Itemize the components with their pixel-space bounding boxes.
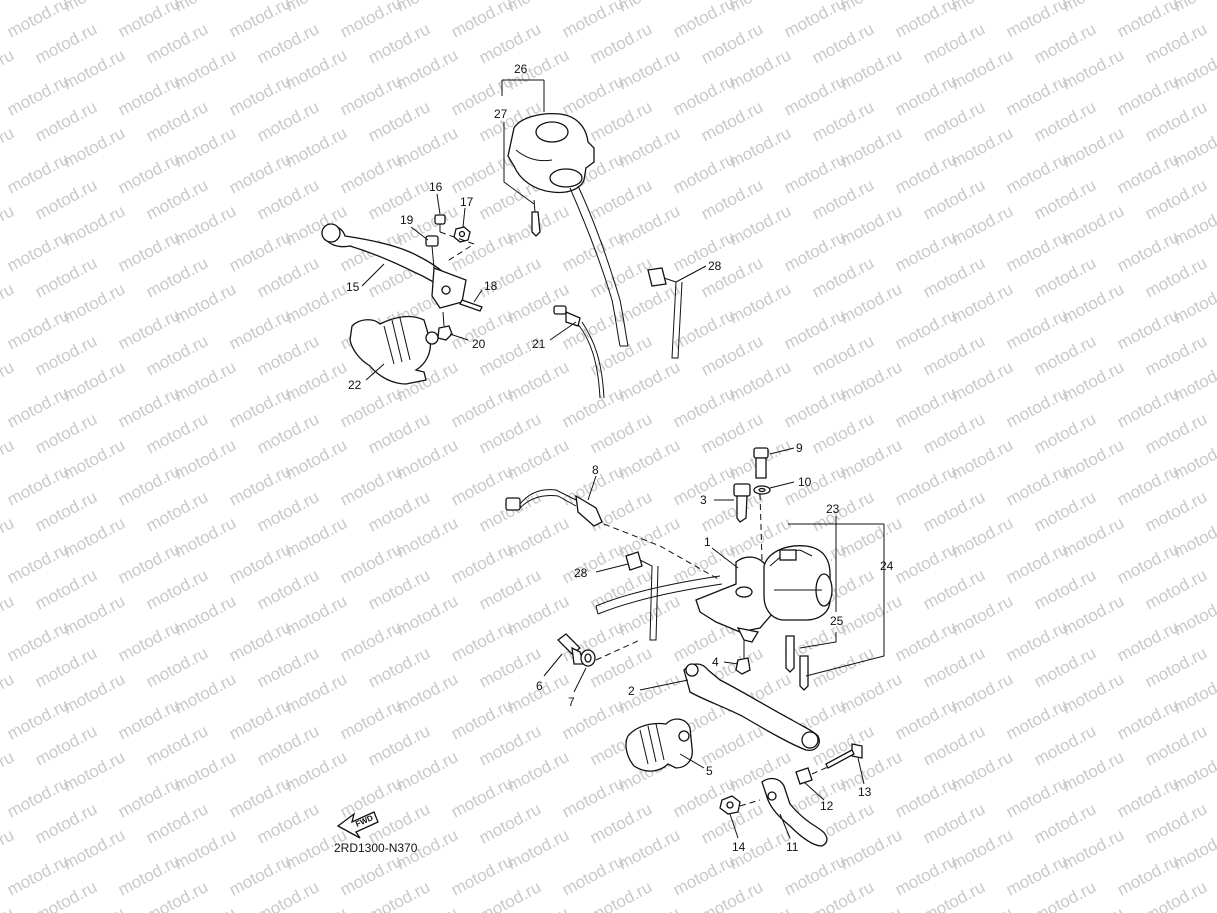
callout-11: 11 (786, 840, 799, 854)
callout-6: 6 (536, 679, 543, 693)
switch-23 (763, 545, 833, 621)
watermark-text: motod.ru (0, 513, 17, 561)
holder-1 (695, 556, 773, 643)
callout-1: 1 (704, 535, 711, 549)
nut-14 (719, 795, 741, 815)
callout-22: 22 (348, 378, 362, 392)
nut-17 (453, 226, 471, 243)
washer-10 (753, 485, 771, 495)
fwd-arrow-icon: FWD (336, 811, 379, 839)
callout-labels: 26 27 16 17 19 15 18 20 22 21 28 8 9 10 … (346, 62, 894, 854)
callout-21: 21 (532, 337, 546, 351)
switch-26 (507, 112, 595, 194)
callout-14: 14 (732, 840, 746, 854)
callout-2: 2 (628, 684, 635, 698)
nut-4 (735, 640, 751, 675)
watermark-text: motod.ru (0, 45, 17, 93)
callout-16: 16 (429, 180, 443, 194)
callout-5: 5 (706, 764, 713, 778)
callout-27: 27 (494, 107, 508, 121)
callout-8: 8 (592, 463, 599, 477)
watermark-text: motod.ru (0, 123, 17, 171)
bolt-16 (434, 214, 446, 232)
cable-21 (553, 305, 605, 399)
lever-11 (761, 777, 828, 847)
callout-26: 26 (514, 62, 528, 76)
callout-23: 23 (826, 502, 840, 516)
callout-12: 12 (820, 799, 834, 813)
callout-3: 3 (700, 493, 707, 507)
callout-20: 20 (472, 337, 486, 351)
callout-18: 18 (484, 279, 498, 293)
watermark-text: motod.ru (0, 201, 17, 249)
callout-25: 25 (830, 614, 844, 628)
callout-9: 9 (796, 441, 803, 455)
watermark-text: motod.ru (0, 825, 17, 873)
watermark-text: motod.ru (0, 903, 17, 913)
screw-25 (785, 635, 795, 673)
screw-27 (531, 199, 541, 237)
watermark-text: motod.ru (0, 669, 17, 717)
bolt-3 (733, 483, 751, 523)
callout-19: 19 (400, 213, 414, 227)
callout-17: 17 (460, 195, 474, 209)
callout-13: 13 (858, 785, 872, 799)
band-28-top (647, 267, 683, 359)
bolt-19 (425, 235, 439, 269)
leader-lines (361, 79, 885, 839)
lever-2 (683, 663, 820, 751)
screw-6 (557, 633, 585, 665)
watermark-text: motod.ru (0, 279, 17, 327)
callout-24: 24 (880, 559, 894, 573)
holder-5 (625, 718, 693, 772)
callout-28-lower: 28 (574, 566, 588, 580)
callout-7: 7 (568, 695, 575, 709)
lever-15 (321, 223, 467, 309)
callout-28-top: 28 (708, 259, 722, 273)
watermark-text: motod.ru (0, 0, 17, 16)
bolt-13 (825, 743, 863, 769)
screw-24 (799, 655, 809, 691)
watermark-text: motod.ru (0, 747, 17, 795)
watermark-text: motod.ru (0, 435, 17, 483)
bolt-9 (753, 447, 769, 479)
cable-8 (505, 489, 603, 527)
screw-18 (459, 299, 483, 312)
holder-22 (349, 315, 439, 385)
washer-7 (580, 649, 596, 667)
callout-15: 15 (346, 280, 360, 294)
bushing-12 (795, 767, 813, 785)
nut-20 (437, 311, 453, 341)
diagram-code: 2RD1300-N370 (334, 841, 418, 855)
band-28-lower (625, 551, 659, 641)
watermark-text: motod.ru (0, 591, 17, 639)
callout-4: 4 (712, 655, 719, 669)
watermark-text: motod.ru (0, 357, 17, 405)
callout-10: 10 (798, 475, 812, 489)
